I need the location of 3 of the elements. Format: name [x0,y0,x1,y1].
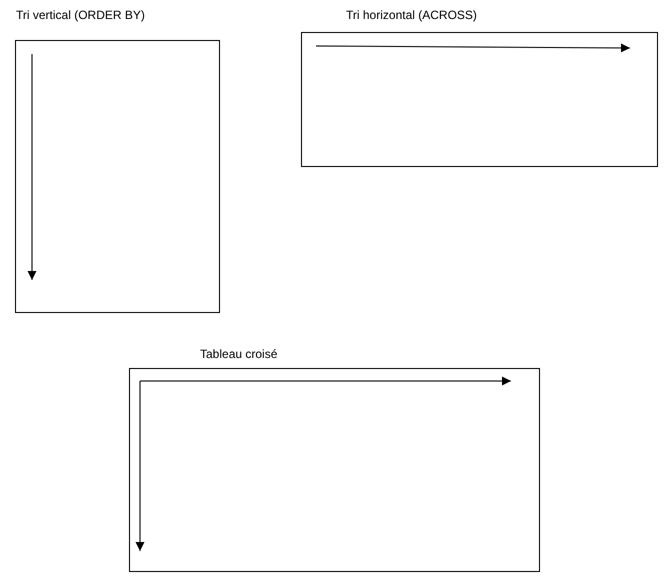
box-heading: Tri horizontal (ACROSS) [346,8,477,22]
box-heading: Tri vertical (ORDER BY) [16,8,145,22]
box-heading: Tableau croisé [200,347,278,361]
